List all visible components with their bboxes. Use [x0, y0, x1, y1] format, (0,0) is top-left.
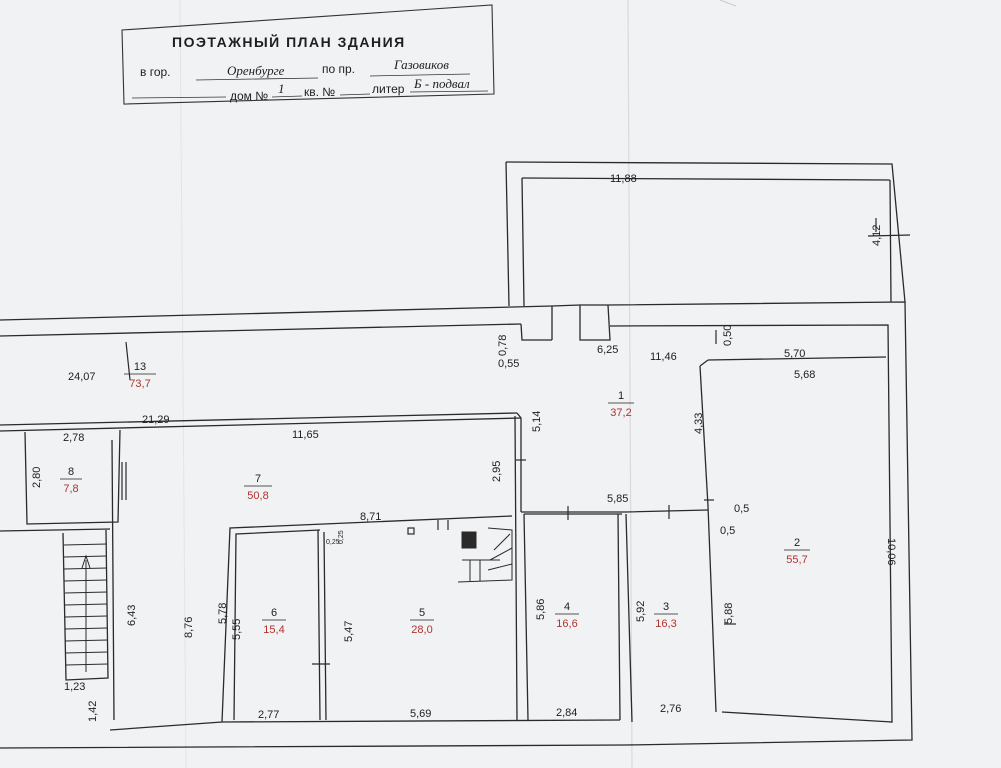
room-2: 2 55,7: [784, 537, 810, 566]
dim-label: 5,55: [231, 619, 243, 640]
stair-left: [63, 543, 109, 672]
dim-label: 5,69: [410, 708, 431, 720]
room-area: 7,8: [63, 483, 78, 495]
dim-label: 6,25: [597, 344, 618, 356]
walls: [0, 161, 913, 749]
room-number: 5: [419, 607, 425, 619]
title-block: ПОЭТАЖНЫЙ ПЛАН ЗДАНИЯ в гор. Оренбурге п…: [121, 4, 495, 105]
dim-label: 11,65: [292, 429, 319, 441]
dim-label: 2,76: [660, 703, 681, 715]
dim-label: 0,5: [734, 503, 749, 515]
room-7: 7 50,8: [244, 473, 272, 502]
dimension-labels: 11,88 4,12 0,78 0,55 6,25 11,46 0,50 5,7…: [31, 173, 897, 722]
dim-label: 2,95: [491, 461, 503, 482]
room-13: 13 73,7: [124, 361, 156, 390]
dim-label: 8,71: [360, 511, 381, 523]
dim-label: 1,23: [64, 681, 85, 693]
room-number: 2: [794, 537, 800, 549]
dim-label: 5,86: [535, 599, 547, 620]
litera-value: Б - подвал: [413, 76, 470, 91]
room-number: 4: [564, 601, 570, 613]
apt-label: кв. №: [304, 85, 335, 99]
dim-label: 5,70: [784, 348, 805, 360]
dim-label: 11,46: [650, 351, 677, 363]
city-label: в гор.: [140, 65, 171, 79]
dim-label: 5,47: [343, 621, 355, 642]
room-area: 16,3: [655, 618, 676, 630]
dim-label: 10,06: [885, 538, 897, 566]
dim-label: 0,25: [326, 539, 340, 546]
stair-center: [457, 527, 513, 583]
dim-label: 6,43: [126, 605, 138, 626]
room-number: 13: [134, 361, 146, 373]
room-area: 15,4: [263, 624, 284, 636]
room-number: 7: [255, 473, 261, 485]
street-label: по пр.: [322, 62, 355, 76]
dim-label: 5,92: [635, 601, 647, 622]
room-number: 6: [271, 607, 277, 619]
room-number: 8: [68, 466, 74, 478]
dim-label: 8,76: [183, 617, 195, 638]
house-value: 1: [278, 81, 285, 96]
room-number: 1: [618, 390, 624, 402]
street-value: Газовиков: [393, 57, 449, 72]
dim-label: 24,07: [68, 371, 96, 383]
dim-label: 2,80: [31, 467, 43, 488]
dim-label: 21,29: [142, 414, 170, 426]
litera-label: литер: [372, 82, 405, 96]
room-6: 6 15,4: [262, 607, 286, 636]
dim-label: 11,88: [610, 173, 637, 185]
dim-label: 5,88: [723, 603, 735, 624]
dim-label: 5,78: [217, 603, 229, 624]
dim-label: 0,55: [498, 358, 519, 370]
dim-label: 2,78: [63, 432, 84, 444]
dim-label: 0,25: [338, 530, 345, 544]
room-area: 73,7: [129, 378, 150, 390]
plan-title: ПОЭТАЖНЫЙ ПЛАН ЗДАНИЯ: [172, 33, 406, 50]
room-5: 5 28,0: [410, 607, 434, 636]
dim-label: 5,14: [531, 411, 543, 432]
room-labels: 1 37,2 2 55,7 3 16,3 4 16,6 5 28,0 6 15,…: [60, 361, 810, 636]
room-3: 3 16,3: [654, 601, 678, 630]
room-8: 8 7,8: [60, 466, 82, 495]
dim-label: 4,33: [693, 413, 705, 434]
dim-label: 0,50: [722, 325, 734, 346]
room-area: 28,0: [411, 624, 432, 636]
house-label: дом №: [230, 89, 268, 103]
dim-label: 2,77: [258, 709, 279, 721]
dim-label: 0,78: [497, 335, 509, 356]
dim-label: 2,84: [556, 707, 577, 719]
dim-label: 4,12: [871, 225, 883, 246]
dim-label: 5,85: [607, 493, 628, 505]
dim-label: 5,68: [794, 369, 815, 381]
dim-label: 0,5: [720, 525, 735, 537]
room-area: 37,2: [610, 407, 631, 419]
room-1: 1 37,2: [608, 390, 634, 419]
room-area: 50,8: [247, 490, 268, 502]
city-value: Оренбурге: [227, 63, 285, 78]
dim-label: 1,42: [87, 701, 99, 722]
room-area: 55,7: [786, 554, 807, 566]
room-number: 3: [663, 601, 669, 613]
room-area: 16,6: [556, 618, 577, 630]
room-4: 4 16,6: [555, 601, 579, 630]
